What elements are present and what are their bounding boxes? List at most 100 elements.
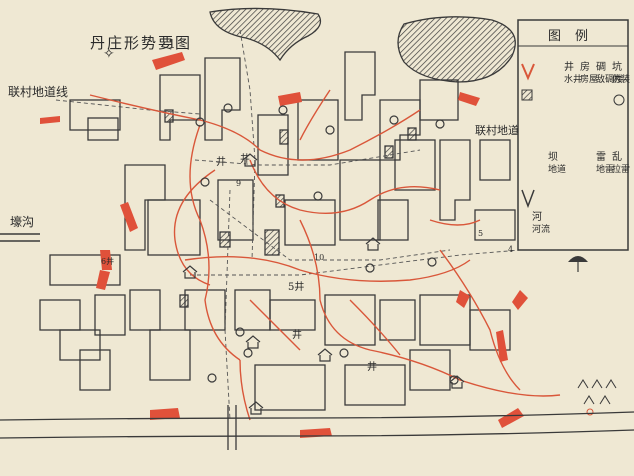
map-title-number: 1	[168, 37, 176, 51]
building	[474, 209, 516, 241]
well-label: 井	[216, 155, 226, 168]
trench-mark	[458, 92, 480, 106]
building	[184, 289, 226, 331]
building-fortified	[407, 127, 417, 141]
legend-item: 井 水井	[564, 60, 582, 85]
building-fortified	[279, 129, 289, 145]
legend-item: 坝 地道	[548, 151, 566, 175]
trench-mark	[498, 408, 524, 428]
label-village-left: 联村地道线	[8, 85, 68, 99]
hill-symbols	[577, 379, 617, 416]
building	[217, 179, 254, 241]
red-trenches	[40, 52, 528, 438]
map-title-text: 丹庄形势要图	[90, 34, 192, 52]
route-number: 10	[314, 253, 324, 262]
building	[129, 289, 161, 331]
legend-circle-icon	[613, 94, 625, 106]
building	[124, 164, 166, 251]
hut-symbols	[182, 153, 465, 415]
hill-top-right	[397, 16, 516, 83]
building	[79, 349, 111, 391]
building	[344, 51, 376, 121]
trench-mark	[152, 52, 185, 70]
building	[254, 364, 326, 411]
trench-mark	[512, 290, 528, 310]
building	[377, 199, 409, 241]
label-ditch: 壕沟	[10, 214, 34, 229]
trench-mark	[96, 270, 110, 290]
hut-icon	[449, 375, 465, 389]
trench-mark	[120, 202, 138, 232]
legend-symbol: 坑	[612, 60, 622, 73]
trench-mark	[40, 116, 60, 124]
legend: 图例 坑 伪装 碉 敌碉楼 房 房屋 井 水井 乱 拉雷 雷 地雷 坝 地道	[517, 19, 630, 251]
building-fortified	[164, 109, 174, 123]
well-label: 6井	[101, 256, 114, 266]
hut-icon	[245, 335, 261, 349]
building	[269, 299, 316, 331]
hut-icon	[365, 237, 381, 251]
legend-label: 地雷	[596, 163, 614, 175]
legend-label: 地道	[548, 163, 566, 175]
hut-icon	[248, 401, 264, 415]
legend-symbol: 雷	[596, 151, 606, 163]
building	[87, 117, 119, 141]
building-fortified	[264, 229, 280, 256]
building	[409, 349, 451, 391]
trench-mark	[456, 290, 470, 308]
legend-symbol: 河	[532, 211, 542, 223]
legend-item: 乱 拉雷	[612, 151, 630, 175]
route-numbers: 9 10 4 5	[236, 179, 513, 262]
building	[379, 299, 416, 341]
legend-label: 伪装	[612, 73, 630, 85]
building	[479, 139, 511, 181]
building	[49, 254, 121, 286]
red-routes	[89, 89, 561, 421]
legend-item: 河 河流	[532, 211, 550, 235]
trench-mark	[100, 250, 112, 270]
legend-item: 雷 地雷	[596, 151, 614, 175]
building-fortified	[179, 294, 189, 308]
hut-icon	[242, 153, 258, 167]
building	[147, 199, 201, 256]
river	[0, 405, 634, 450]
hut-icon	[317, 348, 333, 362]
building-fortified	[384, 145, 394, 159]
trench-mark	[496, 330, 508, 362]
map-title: 丹庄形势要图 1 ✧	[90, 34, 192, 62]
building	[257, 114, 289, 176]
hut-icon	[182, 265, 198, 279]
route-number: 4	[508, 245, 513, 254]
star-icon: ✧	[103, 46, 115, 62]
building	[324, 294, 376, 346]
building	[149, 329, 191, 381]
building	[439, 139, 471, 221]
building	[69, 99, 121, 131]
building	[469, 309, 511, 351]
tree-icon	[568, 256, 588, 272]
legend-v-icon	[521, 189, 535, 209]
route-number: 5	[478, 229, 483, 238]
trench-mark	[278, 92, 302, 106]
trench-mark	[150, 408, 180, 420]
legend-red-v-icon	[521, 63, 535, 81]
legend-label: 河流	[532, 223, 550, 235]
legend-item: 坑 伪装	[612, 60, 630, 85]
legend-symbol: 坝	[548, 151, 558, 163]
route-number: 9	[236, 179, 241, 188]
hill-top-center	[209, 7, 322, 62]
legend-label: 水井	[564, 73, 582, 85]
building	[94, 294, 126, 336]
legend-item: 碉 敌碉楼	[596, 61, 623, 85]
bunker-markers	[195, 103, 459, 385]
label-village-right: 联村地道	[475, 123, 519, 137]
legend-symbol: 碉	[596, 61, 606, 73]
building	[297, 99, 339, 161]
well-label: 5井	[288, 280, 304, 293]
ditch-line	[0, 233, 40, 242]
legend-symbol: 井	[564, 60, 574, 73]
legend-label: 拉雷	[612, 163, 630, 175]
well-label: 井	[292, 328, 302, 341]
legend-label: 敌碉楼	[596, 73, 623, 85]
